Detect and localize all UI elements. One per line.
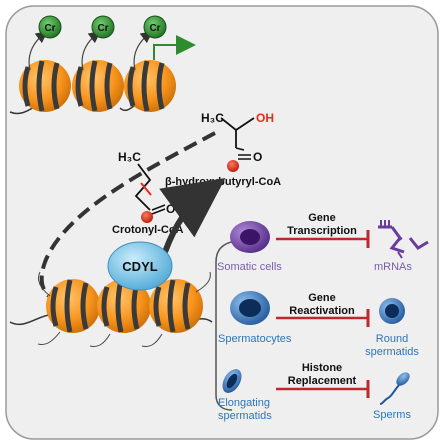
row-elongating: Elongating spermatids Histone Replacemen…: [218, 362, 411, 422]
spermatocyte-icon: [230, 291, 270, 325]
svg-text:Histone: Histone: [302, 362, 342, 374]
svg-text:O: O: [166, 202, 175, 216]
mrnas-label: mRNAs: [374, 261, 412, 273]
row-somatic: Somatic cells Gene Transcription mRNAs: [217, 212, 429, 273]
round-spermatid-icon: [379, 298, 405, 324]
svg-text:Reactivation: Reactivation: [289, 305, 355, 317]
svg-text:spermatids: spermatids: [218, 410, 272, 422]
svg-text:CDYL: CDYL: [122, 259, 157, 274]
elongating-spermatid-icon: [222, 369, 242, 393]
somatic-cell-icon: [230, 221, 270, 253]
cdyl-protein: CDYL: [107, 241, 173, 291]
nucleosome-bottom-1: [46, 279, 100, 333]
sperms-label: Sperms: [373, 409, 411, 421]
svg-text:O: O: [253, 150, 262, 164]
crotonyl-mark-1: Cr: [38, 15, 62, 39]
row-spermatocytes: Spermatocytes Gene Reactivation Round sp…: [218, 291, 419, 358]
svg-text:Elongating: Elongating: [218, 397, 270, 409]
svg-text:Gene: Gene: [308, 292, 336, 304]
svg-text:H₃C: H₃C: [118, 150, 141, 164]
top-chromatin: Cr Cr Cr: [9, 15, 196, 115]
somatic-cells-label: Somatic cells: [217, 261, 282, 273]
conversion-arrow-icon: [159, 177, 226, 254]
outcome-bracket: [215, 239, 249, 411]
svg-text:Replacement: Replacement: [288, 375, 357, 387]
transcription-start-arrow-icon: [153, 35, 196, 60]
sperm-icon: [379, 372, 410, 405]
crotonyl-mark-3: Cr: [143, 15, 167, 39]
nucleosome-bottom-3: [149, 279, 203, 333]
svg-text:Gene: Gene: [308, 212, 336, 224]
spermatocytes-label: Spermatocytes: [218, 333, 292, 345]
svg-text:spermatids: spermatids: [365, 346, 419, 358]
nucleosome-top-1: [19, 60, 71, 112]
crotonyl-mark-2: Cr: [91, 15, 115, 39]
svg-text:Cr: Cr: [149, 23, 160, 34]
dashed-loop-arrow: [39, 131, 216, 304]
svg-text:Round: Round: [376, 333, 408, 345]
svg-text:Cr: Cr: [44, 23, 55, 34]
nucleosome-top-3: [124, 60, 176, 112]
svg-text:OH: OH: [256, 111, 274, 125]
svg-text:H₃C: H₃C: [201, 111, 224, 125]
svg-text:β-hydroxybutyryl-CoA: β-hydroxybutyryl-CoA: [165, 176, 281, 188]
nucleosome-top-2: [72, 60, 124, 112]
bottom-chromatin: CDYL: [9, 241, 213, 347]
mrna-icon: [378, 220, 429, 259]
svg-text:Transcription: Transcription: [287, 225, 357, 237]
svg-text:Cr: Cr: [97, 23, 108, 34]
